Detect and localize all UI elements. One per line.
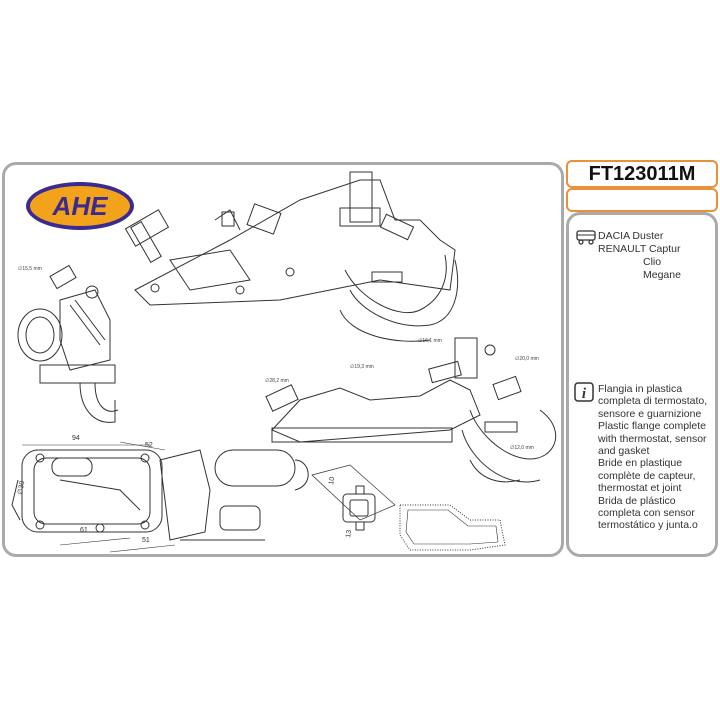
vehicle-item: RENAULT Captur bbox=[598, 243, 681, 255]
dim-label-61: 61 bbox=[80, 527, 88, 534]
secondary-code-box bbox=[566, 188, 718, 212]
dim-label-28-2: ∅28,2 mm bbox=[265, 378, 289, 384]
dim-label-13: 13 bbox=[345, 529, 353, 538]
connector-drawing bbox=[311, 464, 396, 531]
dim-label-phi: ∅30 bbox=[17, 480, 26, 495]
dim-label-16-1: ∅16,1 mm bbox=[418, 338, 442, 344]
vehicle-item: Megane bbox=[643, 269, 681, 281]
product-drawings: ∅15,5 mm ∅28,2 mm ∅19,3 mm ∅16,1 mm ∅20,… bbox=[11, 171, 557, 553]
product-code-text: FT123011M bbox=[588, 162, 696, 185]
flange-drawing bbox=[11, 441, 309, 553]
gasket-drawing bbox=[399, 504, 506, 551]
vehicle-item: Clio bbox=[643, 256, 662, 268]
svg-text:i: i bbox=[582, 386, 587, 402]
left-view-drawing bbox=[17, 264, 119, 423]
truck-icon bbox=[576, 230, 596, 245]
info-icon: i bbox=[574, 382, 594, 402]
dim-label-20-0: ∅20,0 mm bbox=[515, 356, 539, 362]
product-code: FT123011M bbox=[566, 160, 718, 188]
dim-label-51: 51 bbox=[142, 537, 150, 544]
description-it: Flangia in plastica completa di termosta… bbox=[598, 383, 708, 420]
description-en: Plastic flange complete with thermostat,… bbox=[598, 420, 707, 458]
top-view-drawing bbox=[124, 171, 458, 342]
vehicle-item: DACIA Duster bbox=[598, 230, 664, 242]
dim-label-94: 94 bbox=[72, 435, 80, 442]
dim-label-12-0: ∅12,0 mm bbox=[510, 445, 534, 451]
dim-label-10: 10 bbox=[328, 476, 336, 485]
product-description: Flangia in plastica completa di termosta… bbox=[598, 383, 718, 532]
dim-label-19-3: ∅19,3 mm bbox=[350, 364, 374, 370]
right-view-drawing bbox=[265, 337, 557, 483]
info-panel bbox=[566, 212, 718, 557]
description-es: Brida de plástico completa con sensor te… bbox=[598, 494, 698, 532]
description-fr: Bride en plastique complète de capteur, … bbox=[598, 457, 696, 495]
dim-label-52: 52 bbox=[145, 442, 153, 449]
logo-text: AHE bbox=[52, 191, 109, 221]
brand-logo: AHE bbox=[26, 182, 134, 230]
vehicle-list: DACIA Duster RENAULT Captur Clio Megane bbox=[598, 230, 681, 282]
dim-label-15-5: ∅15,5 mm bbox=[18, 266, 42, 272]
